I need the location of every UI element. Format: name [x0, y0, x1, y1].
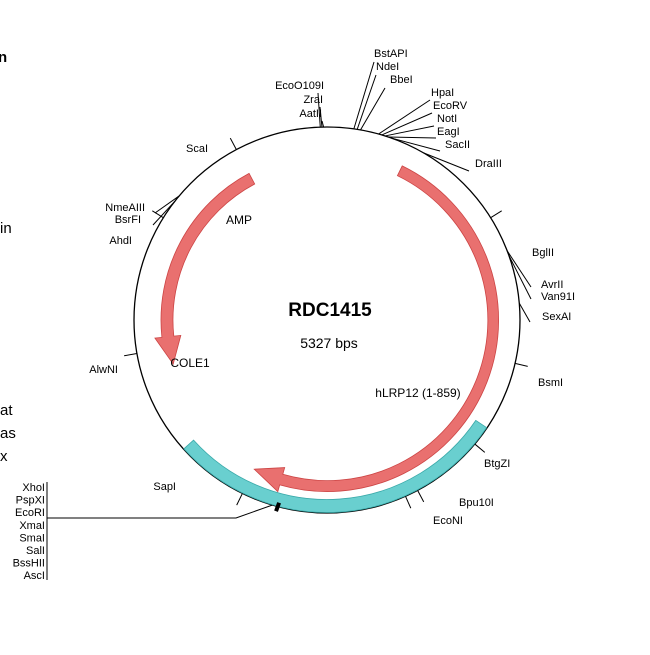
site-sapi-label: SapI	[153, 481, 176, 493]
site-eagi-label: EagI	[437, 126, 460, 138]
mcs-site-label: SmaI	[19, 532, 45, 544]
site-ecoo109i-label: EcoO109I	[275, 80, 324, 92]
edge-text-fragment: at	[0, 402, 13, 419]
site-nmeaiii-label: NmeAIII	[105, 202, 145, 214]
site-bglii-tick	[490, 210, 502, 219]
site-sapi-tick	[236, 493, 243, 506]
site-draiii-label: DraIII	[475, 158, 502, 170]
mcs-site-label: XhoI	[22, 482, 45, 494]
edge-text-fragment: as	[0, 425, 16, 442]
site-alwni-label: AlwNI	[89, 364, 118, 376]
site-sacii-label: SacII	[445, 139, 470, 151]
site-sexai-tick	[518, 302, 531, 323]
site-ahdi-tick	[152, 210, 164, 219]
mcs-marker	[274, 502, 281, 512]
mcs-site-label: EcoRI	[15, 507, 45, 519]
plasmid-size: 5327 bps	[300, 335, 358, 351]
site-avrii-label: AvrII	[541, 279, 563, 291]
site-avrii-tick	[506, 250, 532, 288]
feature-cole1-label: COLE1	[170, 356, 210, 370]
feature-amp-arrow	[154, 172, 256, 366]
feature-cole1-arrow	[183, 419, 488, 513]
site-noti-label: NotI	[437, 113, 457, 125]
edge-text-fragment: in	[0, 220, 12, 237]
site-van91i-tick	[508, 255, 532, 300]
site-scal-label: ScaI	[186, 143, 208, 155]
site-aatii-tick	[321, 120, 325, 128]
site-ecoo109i-tick	[317, 92, 321, 128]
site-bpu10i-label: Bpu10I	[459, 497, 494, 509]
site-zrai-label: ZraI	[303, 94, 323, 106]
mcs-site-label: PspXI	[16, 495, 45, 507]
site-econi-tick	[405, 496, 412, 509]
mcs-site-label: BssHII	[13, 558, 45, 570]
site-bsmi-label: BsmI	[538, 377, 563, 389]
site-draiii-tick	[423, 152, 470, 172]
site-bstapi-tick	[353, 61, 375, 130]
feature-hlrp12-label: hLRP12 (1-859)	[375, 386, 460, 400]
site-bglii-label: BglII	[532, 247, 554, 259]
feature-amp-label: AMP	[226, 213, 252, 227]
edge-text-fragment: x	[0, 448, 8, 465]
site-bsrfi-label: BsrFI	[115, 214, 141, 226]
site-econi-label: EcoNI	[433, 515, 463, 527]
site-ecorv-tick	[381, 112, 433, 136]
mcs-site-label: SalI	[26, 545, 45, 557]
site-hpai-tick	[378, 99, 431, 135]
site-van91i-label: Van91I	[541, 291, 575, 303]
site-btgzi-label: BtgZI	[484, 458, 510, 470]
site-scal-tick	[229, 137, 237, 150]
mcs-site-label: AscI	[24, 570, 45, 582]
site-bbei-tick	[360, 87, 386, 131]
site-zrai-tick	[319, 106, 323, 128]
site-btgzi-tick	[474, 443, 486, 453]
site-hpai-label: HpaI	[431, 87, 454, 99]
site-nmeaiii-tick	[154, 195, 180, 214]
site-bbei-label: BbeI	[390, 74, 413, 86]
site-eagi-tick	[388, 136, 437, 139]
mcs-site-label: XmaI	[19, 520, 45, 532]
site-ahdi-label: AhdI	[109, 235, 132, 247]
site-bsrfi-tick	[152, 200, 176, 226]
site-ndei-label: NdeI	[376, 61, 399, 73]
site-ecorv-label: EcoRV	[433, 100, 468, 112]
site-aatii-label: AatII	[299, 108, 322, 120]
site-noti-tick	[384, 125, 435, 137]
feature-hlrp12-arrow	[253, 165, 499, 493]
site-bpu10i-tick	[417, 490, 425, 503]
site-bstapi-label: BstAPI	[374, 48, 408, 60]
plasmid-backbone	[133, 126, 521, 514]
plasmid-name: RDC1415	[288, 300, 372, 321]
site-sexai-label: SexAI	[542, 311, 571, 323]
edge-text-fragment: n	[0, 49, 8, 66]
site-sacii-tick	[391, 137, 441, 152]
site-bsmi-tick	[514, 362, 528, 367]
site-alwni-tick	[124, 353, 138, 357]
mcs-leader	[47, 504, 273, 519]
site-ndei-tick	[356, 74, 377, 130]
